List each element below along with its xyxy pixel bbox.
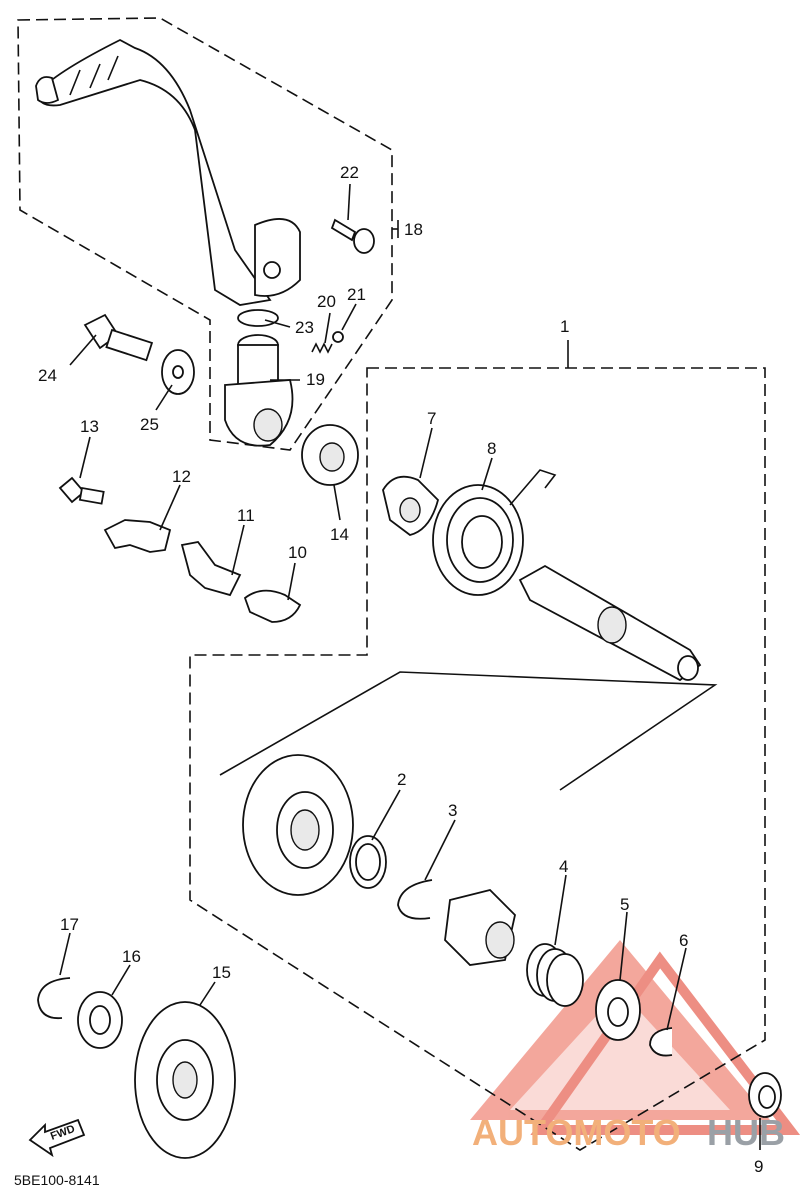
- callout-7: 7: [427, 409, 436, 428]
- shim-2: [349, 835, 387, 889]
- plate-11: [180, 541, 242, 597]
- clip-10: [243, 589, 302, 623]
- circlip-17: [37, 977, 71, 1020]
- leader-lines: [59, 183, 761, 1150]
- callout-6: 6: [679, 931, 688, 950]
- torsion-spring-8: [432, 469, 557, 596]
- washer-25: [161, 349, 195, 395]
- watermark-part2: HUB: [707, 1112, 785, 1153]
- washer-16: [77, 991, 123, 1049]
- bolt-24: [83, 313, 154, 362]
- kick-boss-19: [224, 334, 294, 447]
- washer-9: [748, 1072, 782, 1118]
- callout-22: 22: [340, 163, 359, 182]
- kick-crank-group-outline: [17, 17, 393, 451]
- callout-18: 18: [404, 220, 423, 239]
- callout-4: 4: [559, 857, 568, 876]
- callout-14: 14: [330, 525, 349, 544]
- kick-crank-lever: [35, 38, 301, 306]
- callout-23: 23: [295, 318, 314, 337]
- callout-1: 1: [560, 317, 569, 336]
- spring-20: [311, 342, 333, 354]
- ratchet: [444, 889, 516, 966]
- plate-12: [103, 519, 172, 553]
- callout-5: 5: [620, 895, 629, 914]
- bolt-22: [330, 218, 375, 254]
- callout-13: 13: [80, 417, 99, 436]
- kick-shaft-1: [518, 564, 702, 682]
- callout-19: 19: [306, 370, 325, 389]
- oil-seal-14: [301, 424, 359, 486]
- callout-10: 10: [288, 543, 307, 562]
- callout-8: 8: [487, 439, 496, 458]
- shaft-assembly-outline: [189, 367, 766, 1151]
- circlip-6: [649, 1027, 673, 1057]
- callout-3: 3: [448, 801, 457, 820]
- callout-24: 24: [38, 366, 57, 385]
- kick-gear-15: [134, 1001, 236, 1159]
- callout-25: 25: [140, 415, 159, 434]
- watermark-text: AUTOMOTO HUB: [472, 1112, 785, 1153]
- ratchet-gear: [242, 754, 354, 896]
- spring-4: [526, 943, 584, 1007]
- callout-20: 20: [317, 292, 336, 311]
- callout-21: 21: [347, 285, 366, 304]
- fwd-arrow: FWD: [28, 1118, 86, 1158]
- callout-2: 2: [397, 770, 406, 789]
- callout-12: 12: [172, 467, 191, 486]
- callout-11: 11: [237, 506, 255, 525]
- callout-9: 9: [754, 1157, 763, 1176]
- collar-7: [382, 475, 440, 536]
- circlip-3: [397, 879, 433, 920]
- callout-17: 17: [60, 915, 79, 934]
- bolt-13: [58, 476, 105, 505]
- callout-16: 16: [122, 947, 141, 966]
- ball-21: [332, 331, 344, 343]
- washer-23: [237, 309, 279, 327]
- callout-15: 15: [212, 963, 231, 982]
- diagram-code: 5BE100-8141: [14, 1172, 100, 1188]
- watermark-part1: AUTOMOTO: [472, 1112, 681, 1153]
- gear-plane-outline: [219, 671, 718, 791]
- washer-5: [595, 979, 641, 1041]
- callout-labels: 1 2 3 4 5 6 7 8 9 10 11 12 13 14 15 16 1…: [38, 163, 763, 1176]
